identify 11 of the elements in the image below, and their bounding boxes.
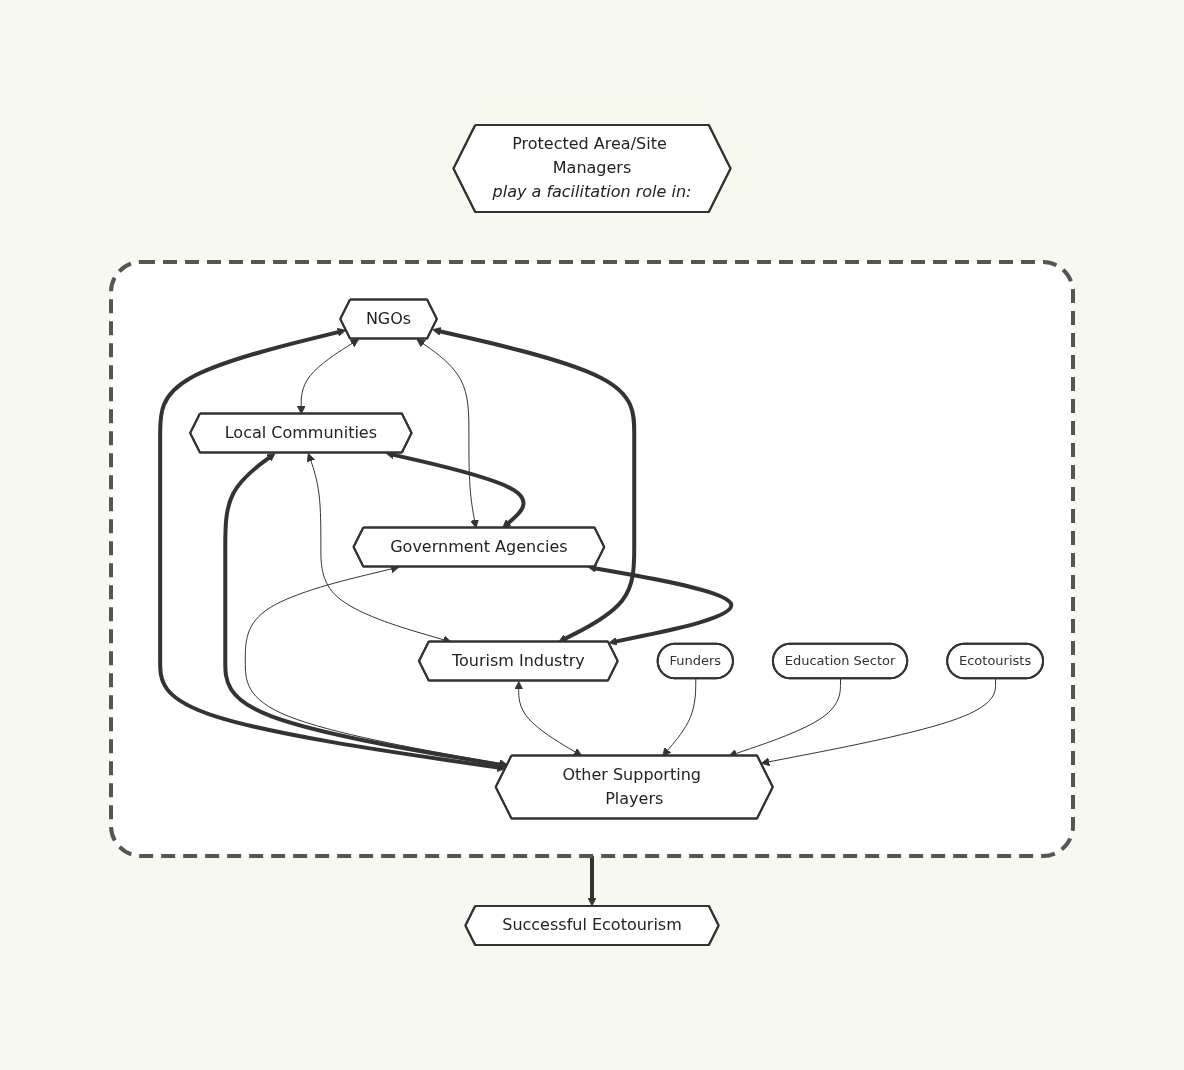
arrow bbox=[587, 564, 734, 646]
arrow bbox=[662, 678, 697, 757]
arrow bbox=[416, 338, 479, 529]
arrow bbox=[296, 338, 360, 415]
arrow bbox=[587, 856, 597, 907]
cluster bbox=[109, 260, 1075, 858]
arrow bbox=[158, 327, 506, 772]
arrow bbox=[432, 327, 637, 643]
arrow bbox=[760, 678, 997, 767]
arrow bbox=[223, 452, 508, 769]
arrow bbox=[514, 681, 583, 757]
